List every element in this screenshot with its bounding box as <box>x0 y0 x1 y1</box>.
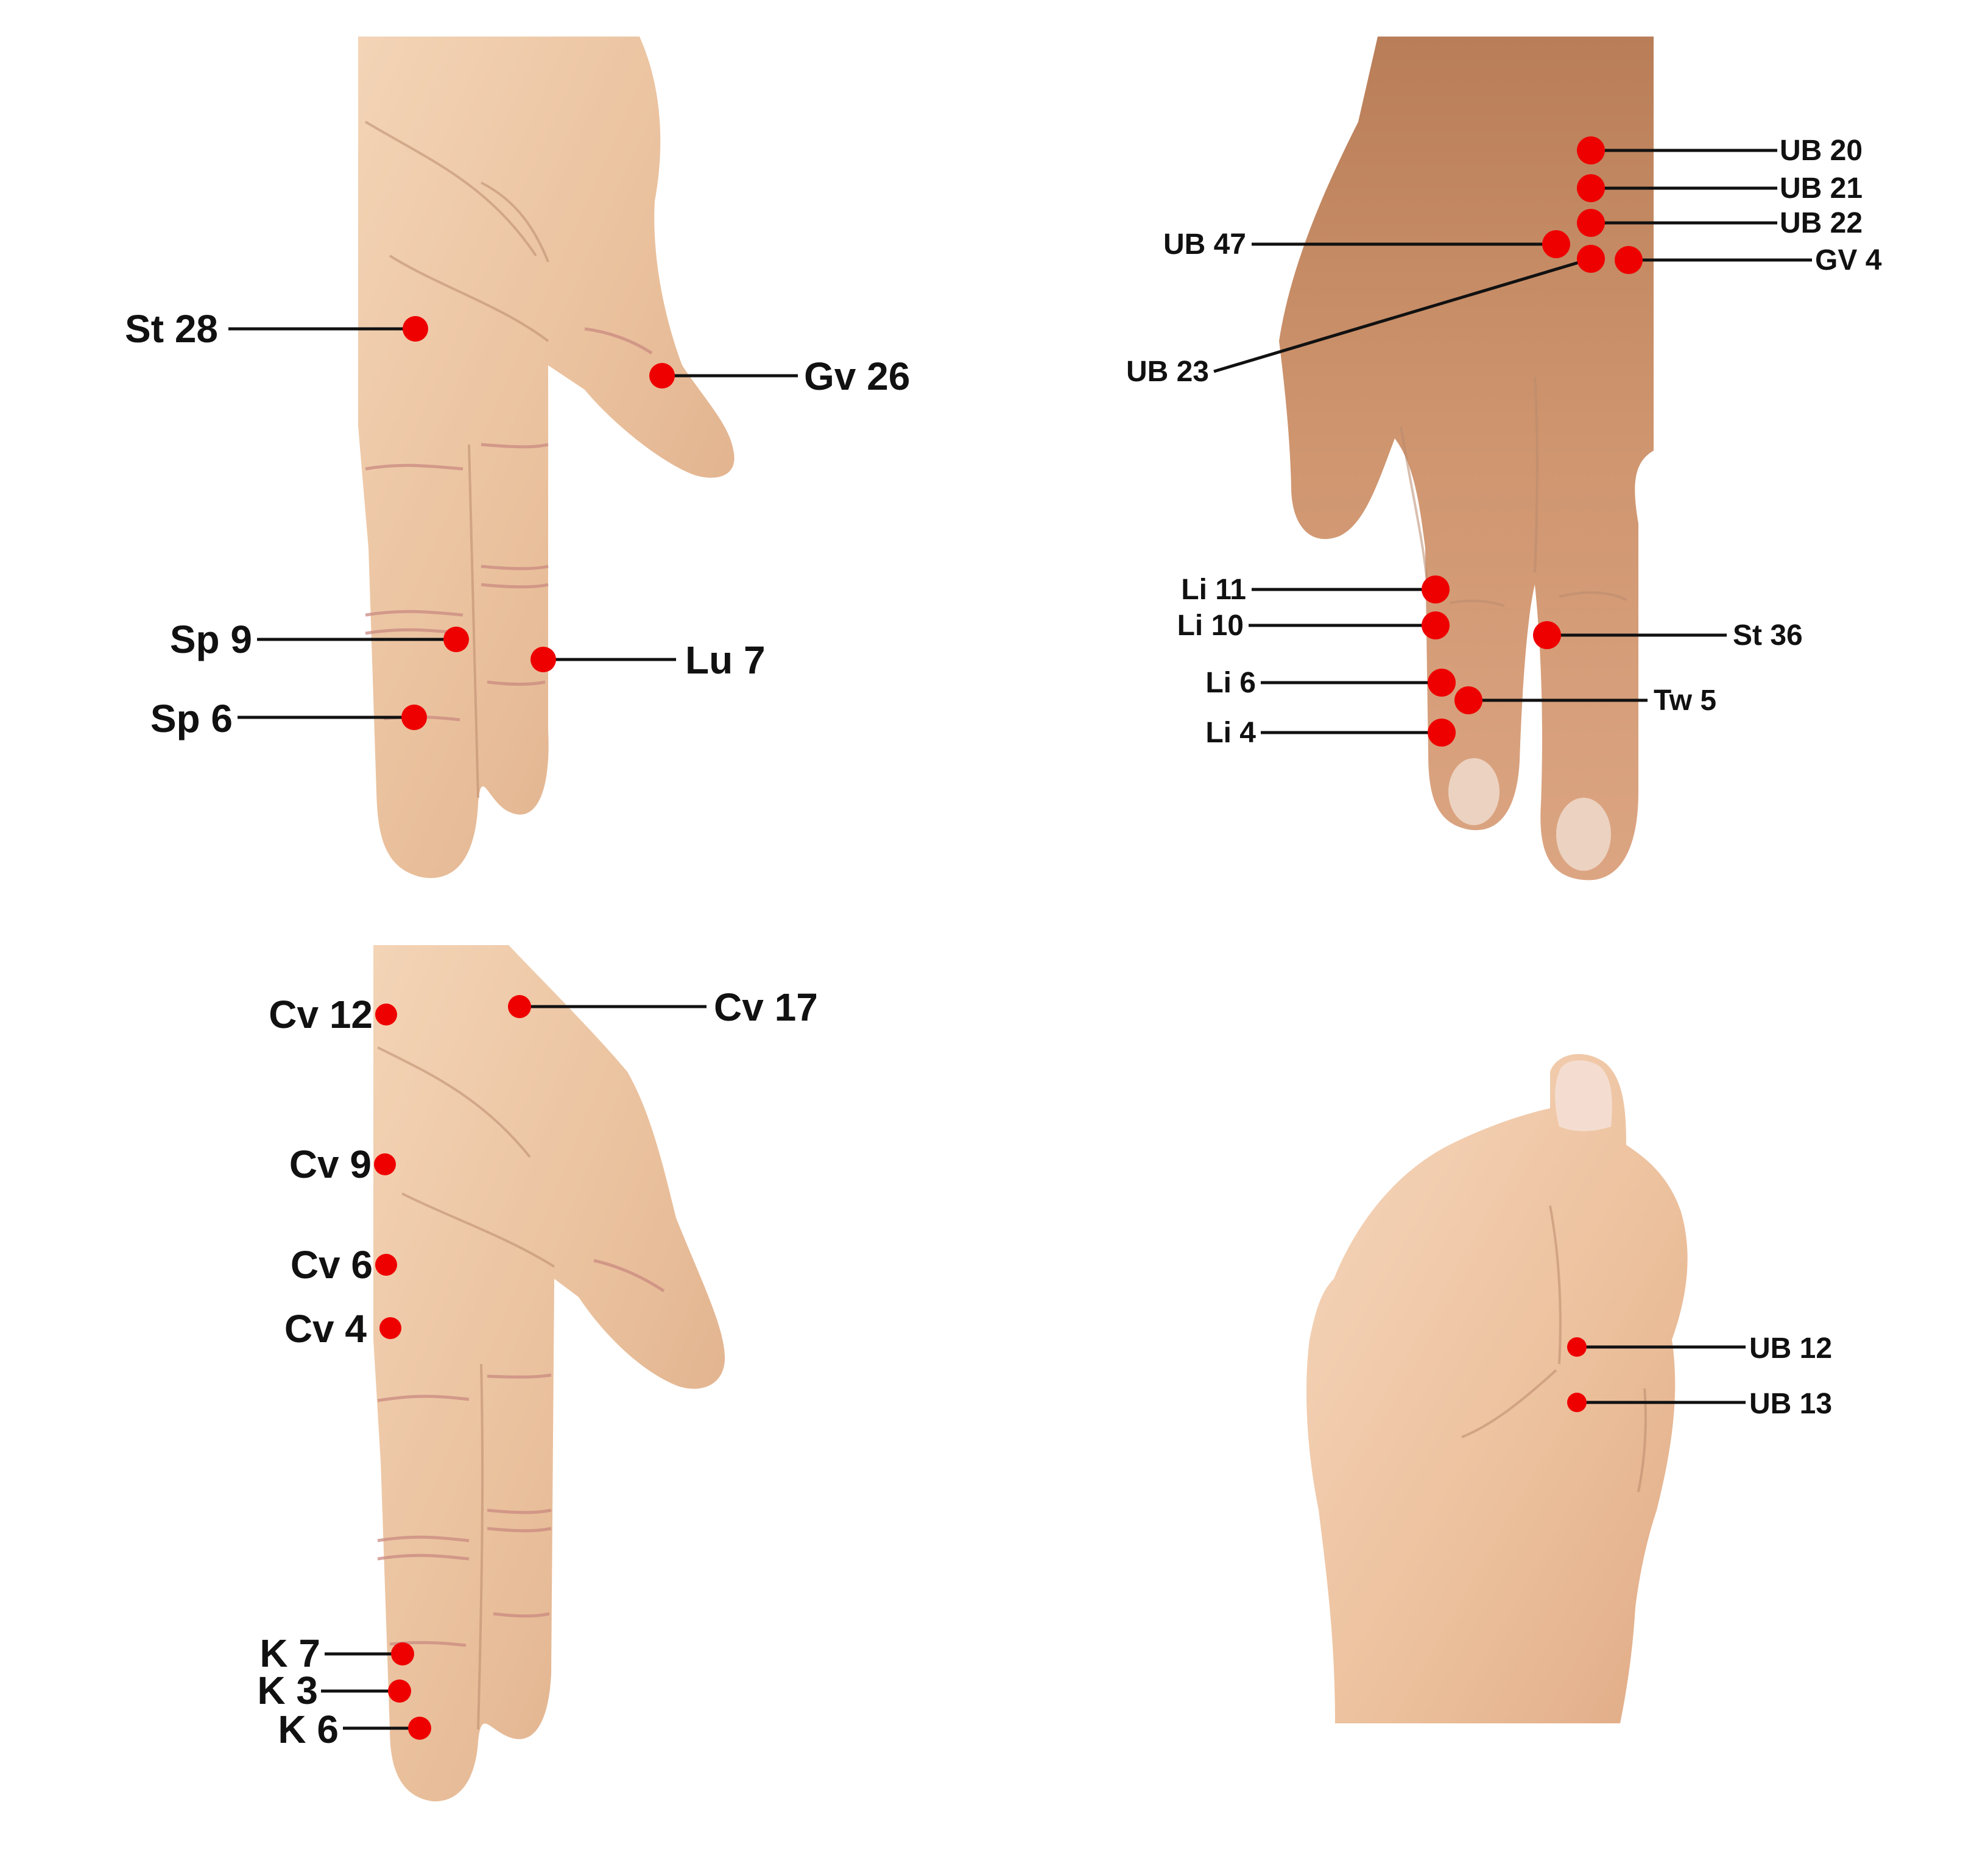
point-marker <box>1422 611 1450 639</box>
point-label: UB 21 <box>1780 172 1863 205</box>
hand-bottom-right <box>1306 1053 1688 1723</box>
acupoint-li-6: Li 6 <box>1205 667 1456 699</box>
acupoint-ub-47: UB 47 <box>1163 228 1570 261</box>
point-marker <box>1567 1337 1587 1357</box>
acupoint-st-36: St 36 <box>1533 619 1803 652</box>
point-marker <box>388 1679 411 1703</box>
point-label: UB 23 <box>1126 356 1209 388</box>
point-marker <box>1577 245 1605 273</box>
acupoint-k-7: K 7 <box>259 1631 414 1675</box>
point-label: St 36 <box>1733 619 1803 652</box>
point-marker <box>530 647 556 672</box>
point-label: Lu 7 <box>685 638 766 682</box>
dorsal-hand-shape <box>1279 37 1654 881</box>
point-marker <box>1567 1393 1587 1412</box>
fingernail-middle <box>1556 798 1611 871</box>
acupoint-ub-21: UB 21 <box>1577 172 1863 205</box>
point-marker <box>1428 669 1456 697</box>
acupoint-cv-12: Cv 12 <box>269 993 397 1036</box>
point-label: Tw 5 <box>1654 684 1716 717</box>
point-marker <box>408 1717 431 1740</box>
point-marker <box>1422 575 1450 603</box>
acupoint-st-28: St 28 <box>125 307 428 351</box>
fingernail-index <box>1448 758 1500 825</box>
point-label: Sp 9 <box>170 617 252 661</box>
acupoint-cv-6: Cv 6 <box>291 1243 397 1287</box>
point-label: Cv 17 <box>714 985 818 1029</box>
point-label: Li 11 <box>1181 574 1246 606</box>
point-label: Cv 6 <box>291 1243 373 1287</box>
point-marker <box>375 1254 397 1276</box>
acupoint-ub-22: UB 22 <box>1577 207 1863 239</box>
point-marker <box>1577 136 1605 164</box>
point-label: Cv 12 <box>269 993 373 1036</box>
point-label: UB 20 <box>1780 135 1863 167</box>
point-marker <box>1577 174 1605 202</box>
fist-shape <box>1306 1053 1688 1723</box>
point-marker <box>401 705 427 730</box>
leader-line <box>1213 257 1591 373</box>
hand-top-right <box>1279 37 1654 881</box>
acupoint-ub-13: UB 13 <box>1567 1388 1832 1420</box>
point-marker <box>374 1153 396 1175</box>
point-label: UB 22 <box>1780 207 1863 239</box>
acupoint-li-10: Li 10 <box>1177 610 1450 642</box>
acupoint-gv-26: Gv 26 <box>649 354 910 398</box>
point-label: Gv 26 <box>804 354 910 398</box>
point-label: Li 4 <box>1205 717 1256 749</box>
point-marker <box>1428 719 1456 747</box>
point-marker <box>443 627 469 652</box>
acupoint-sp-9: Sp 9 <box>170 617 469 661</box>
point-marker <box>1454 686 1482 714</box>
acupoint-cv-4: Cv 4 <box>284 1307 401 1351</box>
point-label: UB 12 <box>1749 1332 1832 1365</box>
acupoint-lu-7: Lu 7 <box>530 638 766 682</box>
acupoint-tw-5: Tw 5 <box>1454 684 1716 717</box>
point-label: Cv 9 <box>289 1142 372 1186</box>
point-label: St 28 <box>125 307 218 351</box>
point-label: Li 10 <box>1177 610 1244 642</box>
palm-shape-2 <box>373 945 725 1802</box>
palm-shape <box>358 37 735 878</box>
point-marker <box>403 316 428 342</box>
point-label: K 6 <box>278 1708 339 1751</box>
acupoint-cv-9: Cv 9 <box>289 1142 396 1186</box>
point-label: K 3 <box>257 1669 318 1712</box>
acupoint-ub-23: UB 23 <box>1126 245 1605 388</box>
thumbnail <box>1555 1060 1612 1131</box>
point-marker <box>1542 230 1570 258</box>
acupoint-ub-12: UB 12 <box>1567 1332 1832 1365</box>
point-label: UB 13 <box>1749 1388 1832 1420</box>
point-marker <box>1615 246 1643 274</box>
acupoint-sp-6: Sp 6 <box>150 697 427 740</box>
point-marker <box>1577 209 1605 237</box>
point-label: Sp 6 <box>150 697 233 740</box>
point-label: GV 4 <box>1815 244 1882 276</box>
acupoint-li-4: Li 4 <box>1205 717 1456 749</box>
point-marker <box>391 1642 414 1665</box>
hand-top-left <box>358 37 735 878</box>
point-marker <box>508 995 531 1018</box>
acupoint-cv-17: Cv 17 <box>508 985 818 1029</box>
point-label: K 7 <box>259 1631 320 1675</box>
point-label: Cv 4 <box>284 1307 367 1351</box>
point-label: UB 47 <box>1163 228 1246 261</box>
acupoint-li-11: Li 11 <box>1181 574 1450 606</box>
acupoint-k-3: K 3 <box>257 1669 411 1712</box>
point-marker <box>1533 621 1561 649</box>
acupoint-k-6: K 6 <box>278 1708 431 1751</box>
hand-bottom-left <box>373 945 725 1802</box>
point-marker <box>379 1317 401 1339</box>
point-label: Li 6 <box>1205 667 1256 699</box>
point-marker <box>375 1004 397 1025</box>
acupoint-ub-20: UB 20 <box>1577 135 1863 167</box>
point-marker <box>649 363 675 389</box>
acupoint-gv-4: GV 4 <box>1615 244 1882 276</box>
